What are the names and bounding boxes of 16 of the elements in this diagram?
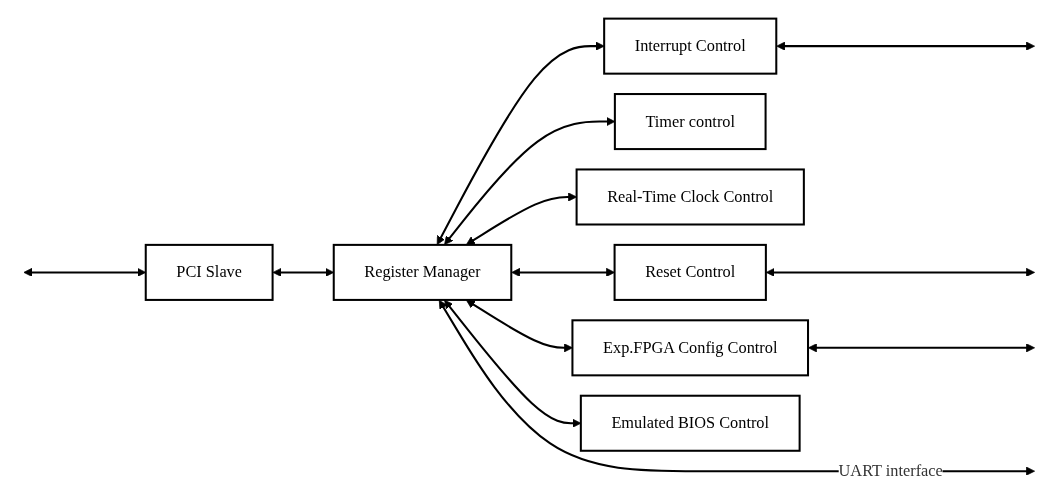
node-box: Real-Time Clock Control — [575, 168, 805, 226]
node-box: Reset Control — [613, 243, 767, 301]
arrow — [511, 267, 615, 277]
node-box: Emulated BIOS Control — [579, 394, 801, 452]
node-box: Timer control — [613, 93, 767, 151]
arrow — [776, 41, 1035, 51]
node-box: Register Manager — [332, 243, 513, 301]
node-box: PCI Slave — [144, 243, 274, 301]
arrow — [765, 267, 1035, 277]
arrow — [466, 299, 573, 353]
node-box: Exp.FPGA Config Control — [571, 319, 810, 377]
edge-label: UART interface — [838, 461, 943, 480]
arrow — [808, 343, 1035, 353]
node-box: Interrupt Control — [603, 17, 778, 75]
arrow — [436, 41, 605, 245]
arrow — [438, 299, 1035, 476]
